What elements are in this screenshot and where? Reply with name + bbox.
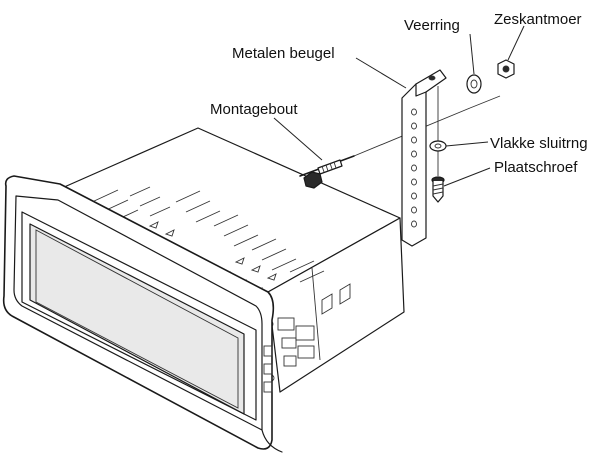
leader-veerring xyxy=(469,33,475,75)
hex-nut xyxy=(497,59,515,79)
label-veerring: Veerring xyxy=(404,17,460,34)
front-bezel xyxy=(2,175,283,453)
label-plaatschroef: Plaatschroef xyxy=(494,159,578,176)
label-montagebout: Montagebout xyxy=(210,101,298,118)
sheet-metal-screw xyxy=(431,176,445,203)
label-metalen-beugel: Metalen beugel xyxy=(232,45,335,62)
metal-bracket xyxy=(401,69,447,247)
leader-lines xyxy=(273,25,525,187)
mounting-bolt xyxy=(299,95,501,189)
flat-washer xyxy=(429,140,447,152)
leader-metalen-beugel xyxy=(355,57,407,89)
leader-zeskantmoer xyxy=(507,25,525,61)
leader-vlakke-sluitring xyxy=(445,141,489,147)
bracket-holes xyxy=(411,75,436,228)
spring-washer xyxy=(466,74,482,94)
rear-connectors xyxy=(266,283,351,382)
label-zeskantmoer: Zeskantmoer xyxy=(494,11,582,28)
label-vlakke-sluitring: Vlakke sluitrng xyxy=(490,135,588,152)
leader-montagebout xyxy=(273,117,323,161)
leader-plaatschroef xyxy=(443,167,491,187)
